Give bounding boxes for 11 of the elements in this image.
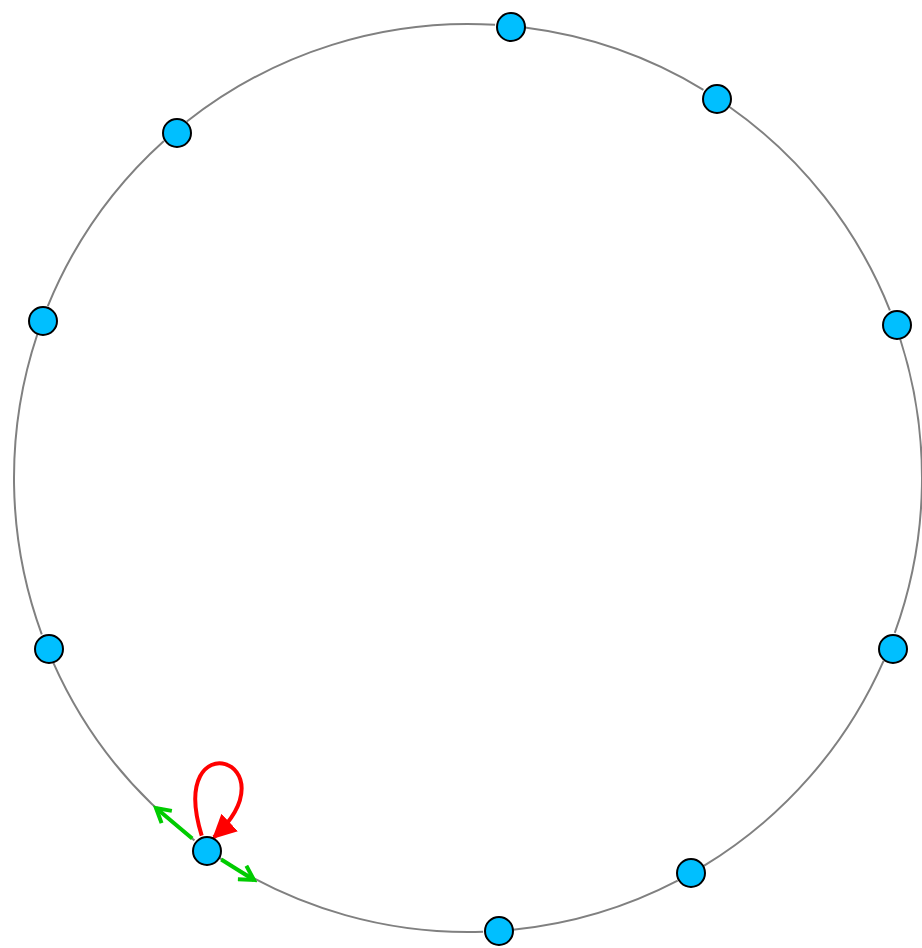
- ring-arc: [512, 879, 679, 931]
- ring-arc: [727, 105, 891, 312]
- ring-arc: [893, 337, 922, 634]
- arrow: [220, 857, 256, 882]
- ring-arc: [523, 26, 705, 91]
- ring-arc: [185, 23, 497, 123]
- ring-arc: [702, 659, 885, 867]
- ring-arc: [46, 139, 165, 308]
- arrow: [154, 806, 194, 840]
- ring-arc: [13, 333, 43, 636]
- self-loop-arrow: [193, 761, 244, 840]
